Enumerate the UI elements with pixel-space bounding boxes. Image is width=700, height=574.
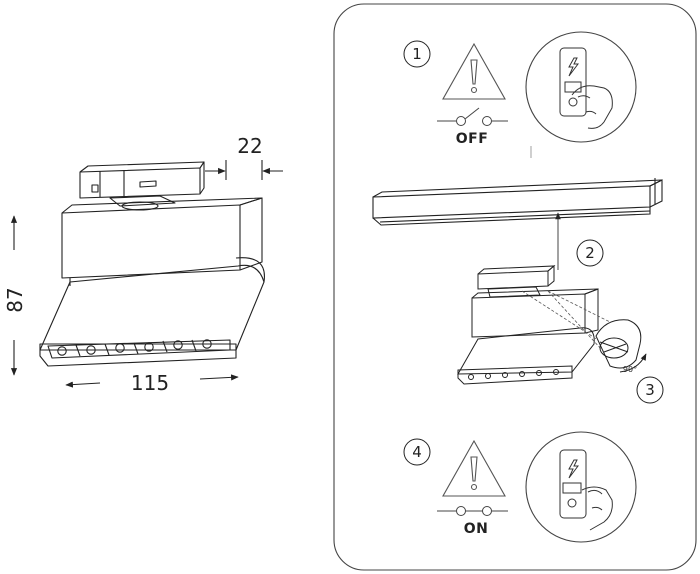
step-1-badge bbox=[403, 40, 431, 68]
step-1-detail-circle bbox=[525, 31, 637, 143]
switch-panel-icon-2 bbox=[559, 449, 587, 519]
switch-panel-icon bbox=[559, 47, 587, 117]
step-3-angle-label: 90° bbox=[623, 365, 637, 374]
height-dimension-label: 87 bbox=[3, 287, 27, 312]
step-2-badge bbox=[576, 239, 604, 267]
small-luminaire bbox=[457, 264, 599, 385]
step-4: 4 ON bbox=[403, 431, 637, 543]
warning-triangle-icon bbox=[442, 42, 506, 100]
step-3-badge bbox=[636, 376, 664, 404]
step-1: 1 OFF bbox=[403, 31, 637, 147]
length-dim-line-right bbox=[199, 374, 239, 381]
rotate-icon bbox=[595, 319, 647, 373]
switch-icon bbox=[437, 107, 508, 126]
instruction-panel bbox=[333, 3, 697, 571]
lightning-icon bbox=[568, 57, 579, 77]
dimension-drawing bbox=[10, 160, 283, 388]
step-4-detail-circle bbox=[525, 431, 637, 543]
step-4-number: 4 bbox=[412, 443, 422, 461]
detail-projection-lines bbox=[521, 290, 611, 351]
lamp-head bbox=[39, 257, 265, 367]
track-rail bbox=[372, 178, 663, 226]
hand-icon bbox=[571, 85, 613, 129]
step-2-number: 2 bbox=[585, 244, 595, 262]
step-4-badge bbox=[403, 438, 431, 466]
hand-icon-2 bbox=[581, 486, 613, 531]
step-3-number: 3 bbox=[645, 381, 655, 399]
warning-triangle-icon-2 bbox=[442, 439, 506, 497]
length-dim-line-left bbox=[65, 381, 101, 388]
step-1-switch-label: OFF bbox=[456, 131, 489, 147]
step-1-number: 1 bbox=[412, 45, 422, 63]
step-4-switch-label: ON bbox=[464, 521, 489, 537]
length-dimension-label: 115 bbox=[131, 371, 169, 395]
switch-icon-on bbox=[437, 506, 508, 516]
lightning-icon-2 bbox=[568, 459, 579, 479]
step-2: 2 bbox=[372, 146, 663, 385]
width-dimension-label: 22 bbox=[237, 134, 262, 158]
step-3: 90° 3 bbox=[595, 319, 664, 404]
